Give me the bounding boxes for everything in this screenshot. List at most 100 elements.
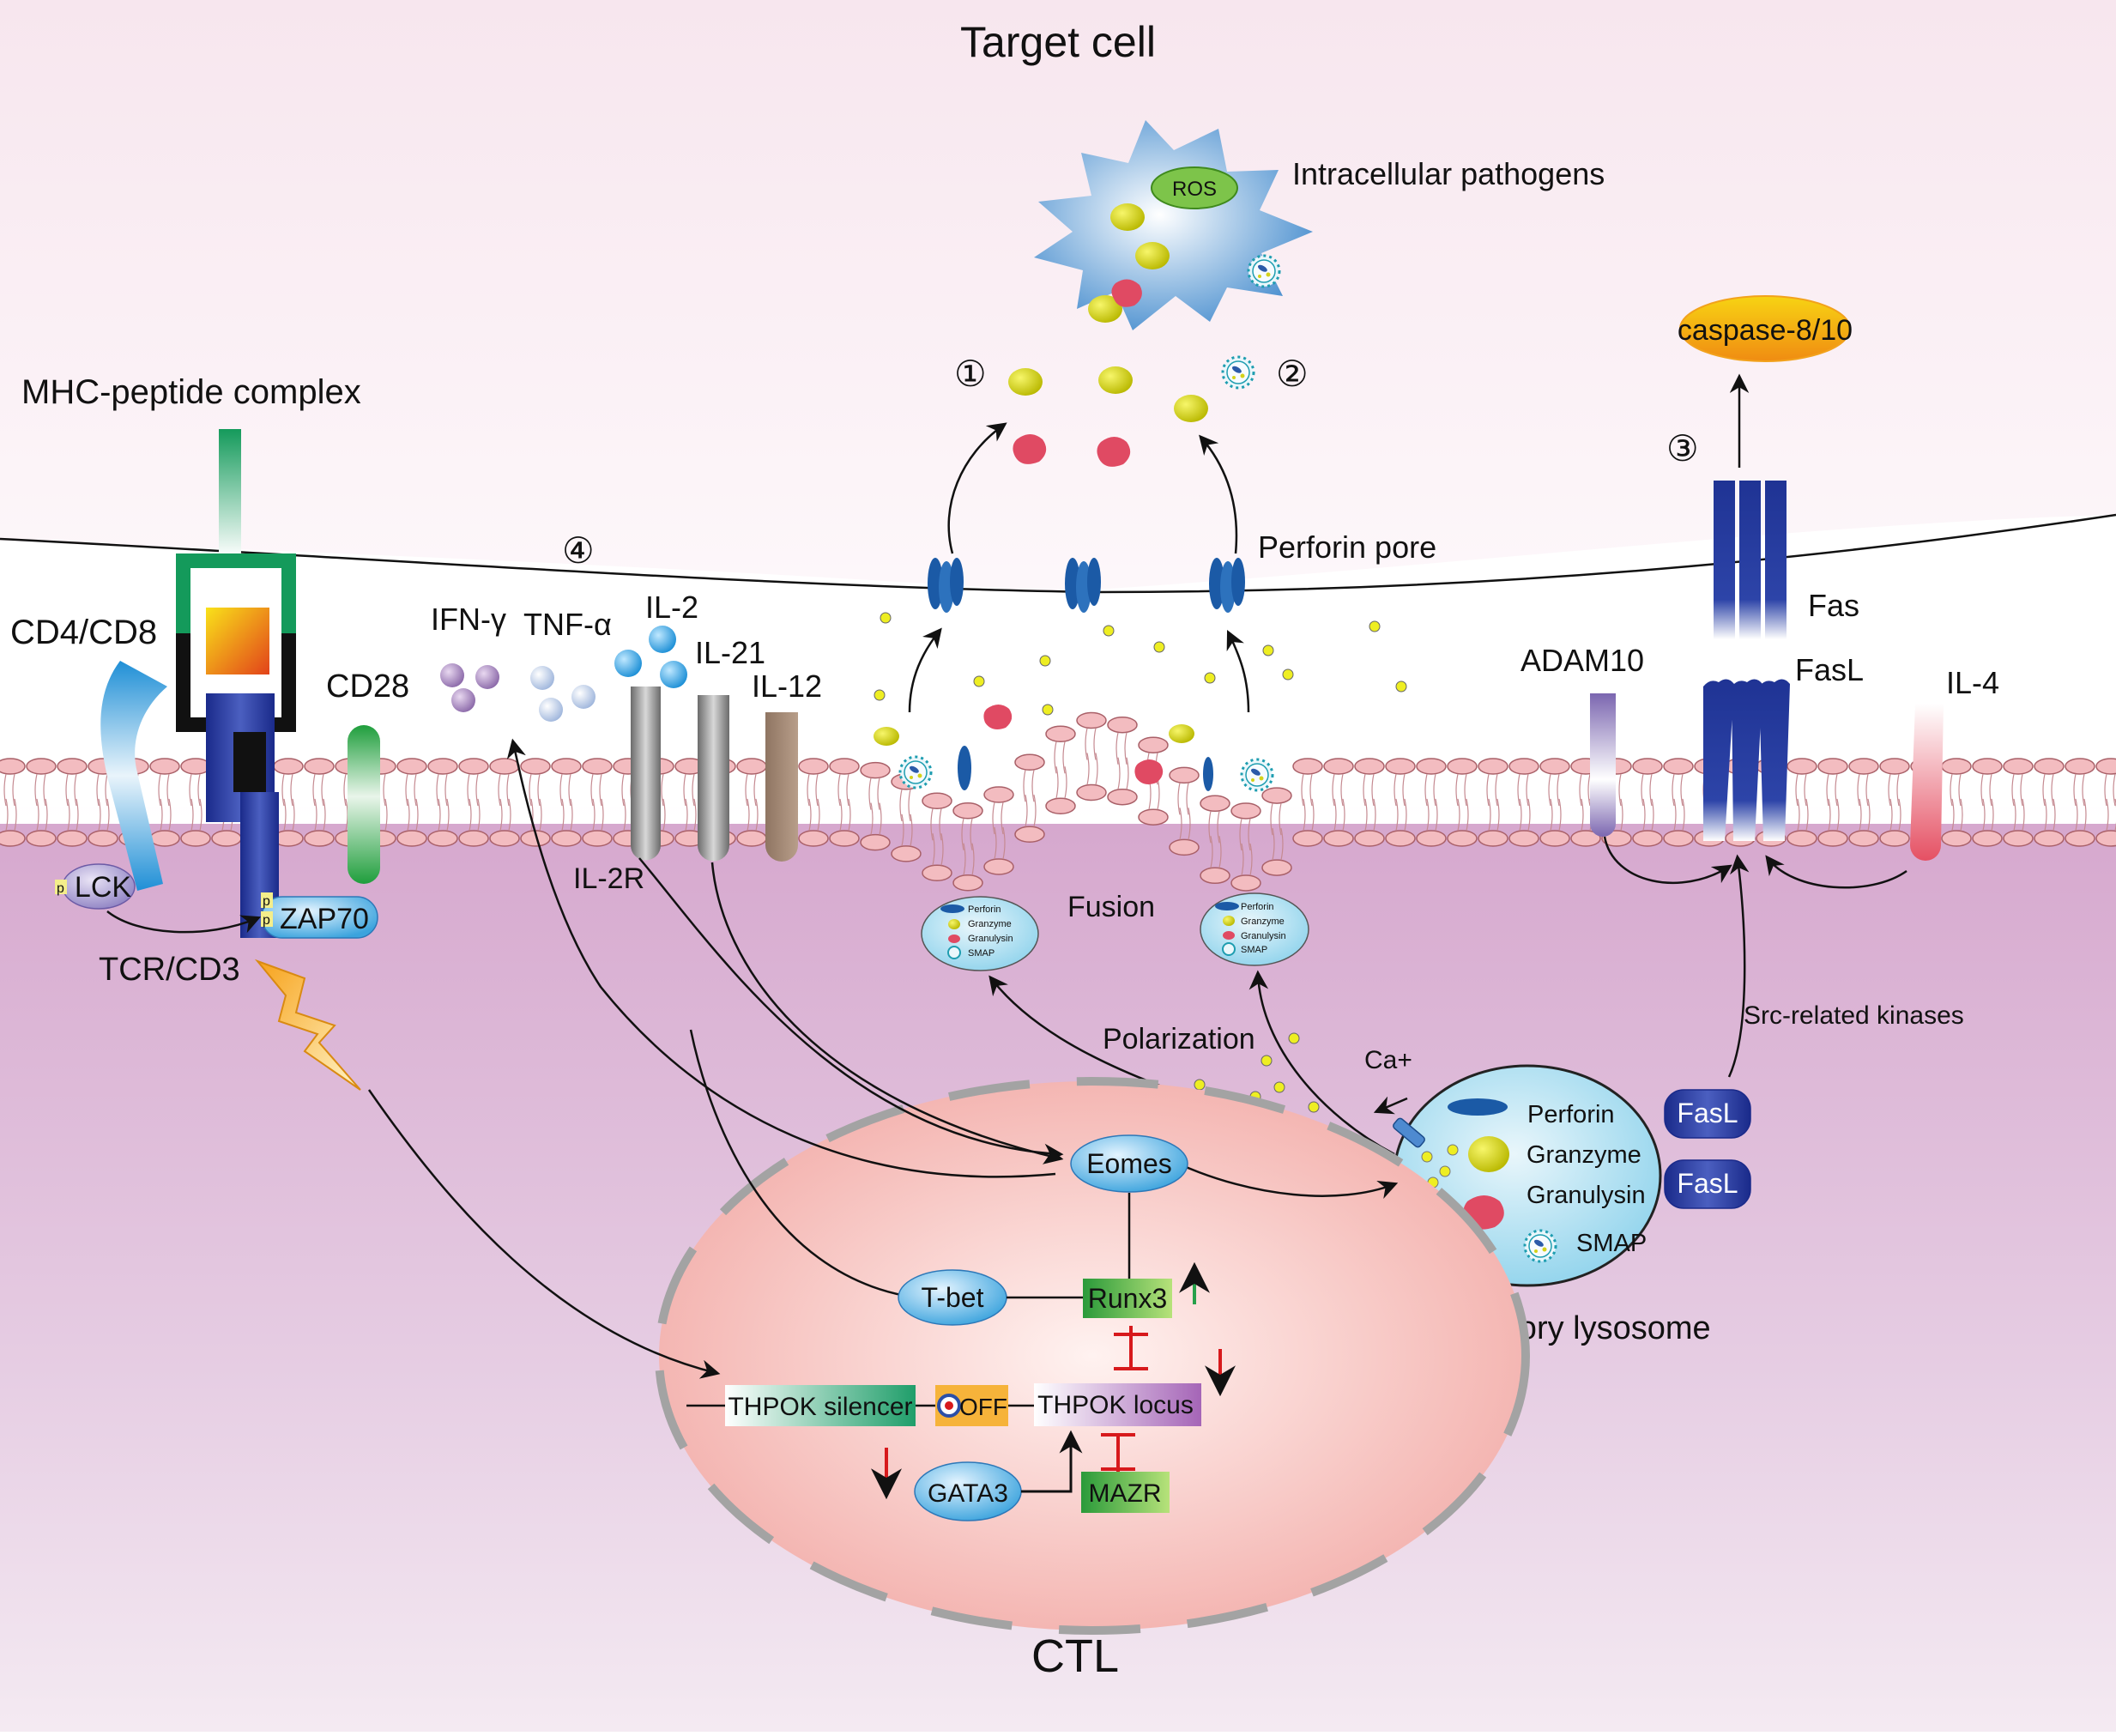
lipid-tail [1210, 836, 1213, 868]
lipid-tail [477, 798, 481, 832]
lipid-tail [1424, 773, 1428, 807]
lipid-tail [405, 773, 408, 807]
lipid-tail [343, 773, 347, 807]
lipid-tail [1239, 818, 1242, 851]
zap70-label: ZAP70 [280, 903, 369, 935]
lipid-head [2003, 830, 2034, 847]
lipid-head [211, 830, 242, 847]
il2-ball [614, 650, 642, 677]
lipid-head [582, 830, 613, 847]
lipid-head [304, 758, 335, 775]
lipid-tail [1982, 798, 1986, 832]
cd4-cd8-coreceptor [100, 661, 167, 891]
calcium-dot [1039, 655, 1051, 667]
perforin-pore-3 [1209, 558, 1245, 613]
fusion-label: Fusion [1067, 891, 1155, 923]
lipid-tail [1001, 801, 1004, 835]
lipid-tail [1433, 773, 1436, 807]
tnf-alpha-ball [539, 698, 563, 722]
lipid-tail [1620, 798, 1623, 832]
granzyme-dot [1135, 242, 1170, 269]
ifn-label: IFN-γ [431, 602, 506, 637]
adam10-arrow [1603, 836, 1732, 884]
lipid-head [551, 830, 582, 847]
il21-label: IL-21 [695, 635, 765, 670]
lipid-tail [2075, 798, 2078, 832]
lipid-head [1323, 758, 1354, 775]
il2-label: IL-2 [645, 590, 698, 625]
lipid-tail [34, 773, 38, 807]
calcium-dot [1288, 1032, 1300, 1044]
lipid-tail [1457, 798, 1460, 832]
mazr-label: MAZR [1089, 1479, 1162, 1508]
released-granules: ① ② [954, 354, 1309, 467]
lipid-head [829, 758, 860, 775]
lipid-head [1292, 758, 1323, 775]
lipid-tail [1651, 798, 1654, 832]
lipid-tail [1486, 773, 1490, 807]
lipid-head [149, 830, 180, 847]
lipid-tail [415, 798, 419, 832]
lipid-tail [1466, 798, 1469, 832]
lipid-tail [197, 773, 201, 807]
mhc-label: MHC-peptide complex [21, 373, 361, 411]
lipid-tail [1989, 773, 1992, 807]
lipid-head [1478, 830, 1508, 847]
lipid-tail [2013, 798, 2016, 832]
lipid-head [922, 792, 952, 810]
il21-receptor [698, 695, 729, 862]
eomes-to-ifn-arrow [506, 738, 1056, 1178]
caspase-oval [1679, 295, 1851, 362]
calcium-dot [1153, 641, 1165, 653]
perforin-pore-1 [928, 558, 964, 613]
lipid-head [2034, 758, 2065, 775]
lipid-tail [1217, 811, 1220, 844]
lipid-tail [1865, 773, 1869, 807]
lck-p-label: p [57, 881, 64, 896]
lipid-tail [2106, 798, 2109, 832]
lipid-tail [537, 773, 541, 807]
lipid-head [1539, 758, 1570, 775]
lipid-tail [592, 798, 596, 832]
lipid-tail [1795, 773, 1799, 807]
lipid-tail [1550, 798, 1553, 832]
lipid-tail [96, 773, 100, 807]
lipid-tail [963, 843, 966, 875]
peptide-square [206, 608, 269, 674]
calcium-dot [1262, 644, 1274, 656]
fusion-vesicle-1: Perforin Granzyme Granulysin SMAP [921, 896, 1039, 971]
lipid-tail [1618, 773, 1622, 807]
number-1: ① [954, 354, 987, 394]
mhc-tcr-complex [176, 429, 296, 938]
lipid-tail [106, 798, 110, 832]
lipid-head [1632, 830, 1663, 847]
lyso-perforin-label: Perforin [1527, 1101, 1615, 1128]
phospho-tag [55, 880, 67, 894]
lipid-tail [753, 773, 757, 807]
lipid-head [582, 758, 613, 775]
lipid-tail [1404, 798, 1407, 832]
zap70-p2-label: p [263, 913, 270, 928]
lipid-tail [1980, 773, 1984, 807]
number-3: ③ [1666, 428, 1699, 469]
ifn-gamma-ball [475, 665, 499, 689]
lipid-head [1570, 830, 1601, 847]
intracellular-pathogens-label: Intracellular pathogens [1292, 156, 1605, 191]
lipid-head [520, 758, 551, 775]
lipid-tail [166, 773, 170, 807]
lipid-tail [292, 798, 295, 832]
lipid-tail [283, 798, 287, 832]
lipid-tail [1857, 773, 1860, 807]
lipid-tail [321, 773, 324, 807]
lipid-tail [5, 798, 9, 832]
nuclear-network: Eomes T-bet Runx3 THPOK silencer OFF THP… [686, 1134, 1236, 1521]
calcium-dot [880, 612, 892, 624]
lipid-head [860, 761, 891, 779]
lipid-tail [1835, 773, 1838, 807]
fasl-ligand [1703, 679, 1790, 841]
thpok-silencer-label: THPOK silencer [728, 1393, 912, 1421]
thpok-silencer-box [725, 1385, 916, 1426]
lipid-tail [539, 798, 542, 832]
lipid-head [1972, 830, 2003, 847]
